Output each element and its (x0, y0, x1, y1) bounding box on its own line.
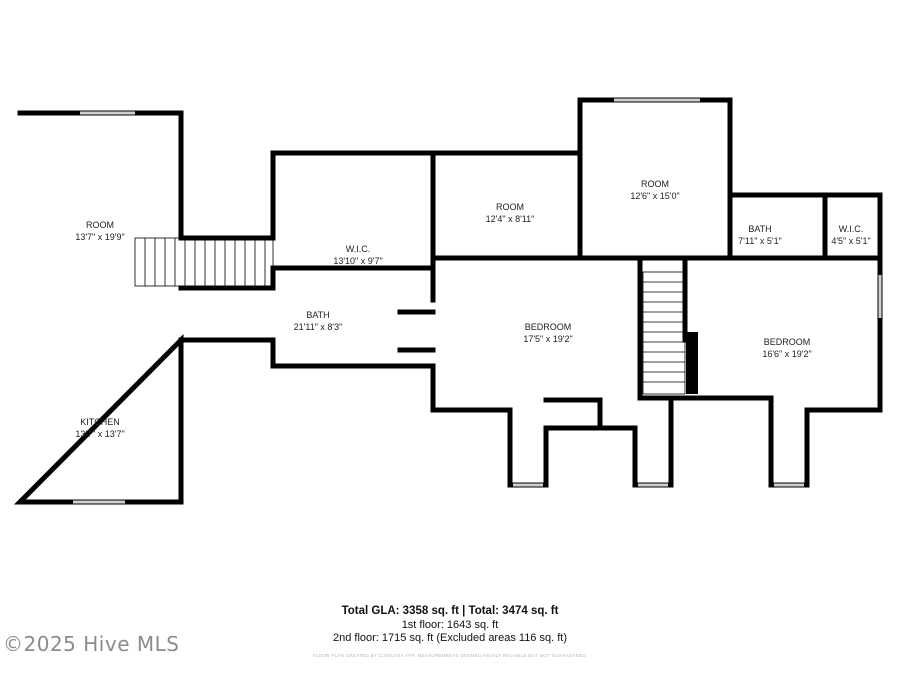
bath-small-name: BATH (748, 224, 771, 234)
stair-right (642, 271, 686, 395)
stair-left (134, 237, 274, 287)
bedroom-2-name: BEDROOM (764, 337, 811, 347)
area-summary-total: Total GLA: 3358 sq. ft | Total: 3474 sq.… (341, 605, 559, 617)
wic-small-name: W.I.C. (839, 224, 864, 234)
room-top-dims: 12'6" x 15'0" (630, 191, 679, 201)
bath-small-dims: 7'11" x 5'1" (738, 236, 782, 246)
bath-large-name: BATH (306, 310, 329, 320)
area-summary-first-floor: 1st floor: 1643 sq. ft (401, 619, 499, 631)
bedroom-1-name: BEDROOM (525, 322, 572, 332)
bath-large-dims: 21'11" x 8'3" (294, 322, 343, 332)
wic-large-dims: 13'10" x 9'7" (333, 256, 382, 266)
room-dims: 13'7" x 19'9" (75, 232, 124, 242)
area-summary-second-floor: 2nd floor: 1715 sq. ft (Excluded areas 1… (333, 632, 567, 644)
walls (13, 97, 883, 505)
stair-rail (686, 332, 698, 394)
kitchen-name: KITCHEN (80, 417, 120, 427)
room-mid-name: ROOM (496, 202, 524, 212)
wic-small-dims: 4'5" x 5'1" (831, 236, 870, 246)
wic-large-name: W.I.C. (346, 244, 371, 254)
bedroom-1-dims: 17'5" x 19'2" (523, 334, 572, 344)
floorplan-disclaimer: FLOOR PLAN CREATED BY CUBICASA APP. MEAS… (312, 653, 588, 658)
room-labels: ROOM 13'7" x 19'9" KITCHEN 13'7" x 13'7"… (75, 179, 870, 439)
room-mid-dims: 12'4" x 8'11" (486, 214, 535, 224)
wall-left-room (13, 110, 184, 505)
stair-left-treads (144, 238, 266, 286)
stair-right-treads (643, 281, 685, 383)
wall-bath (178, 262, 883, 488)
windows (73, 98, 882, 504)
room-name: ROOM (86, 220, 114, 230)
mls-watermark: ©2025 Hive MLS (3, 632, 180, 656)
stairs (134, 237, 686, 395)
bedroom-2-dims: 16'6" x 19'2" (762, 349, 811, 359)
room-top-name: ROOM (641, 179, 669, 189)
kitchen-dims: 13'7" x 13'7" (75, 429, 124, 439)
